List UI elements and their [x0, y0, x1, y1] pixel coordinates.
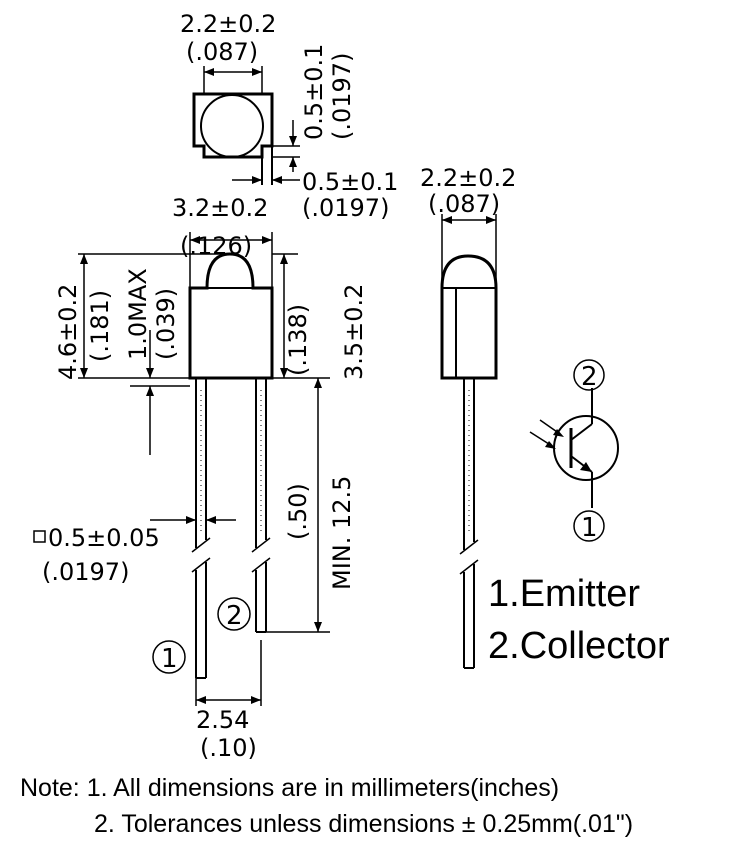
- pin2-label: 2: [226, 601, 243, 631]
- pin1-marker: [152, 640, 186, 674]
- lead-length-mm: MIN. 12.5: [328, 476, 356, 590]
- side-width-mm: 2.2±0.2: [420, 164, 516, 192]
- top-width-mm: 2.2±0.2: [180, 10, 276, 38]
- body-height-mm: 3.5±0.2: [340, 284, 368, 380]
- pin1-label: 1: [161, 644, 178, 674]
- square-symbol-icon: [33, 530, 46, 543]
- flange-in: (.039): [152, 288, 180, 360]
- pitch-mm: 2.54: [196, 706, 249, 734]
- body-width-in: (.126): [180, 232, 252, 260]
- schematic-pin2-label: 2: [581, 362, 598, 392]
- pitch-in: (.10): [200, 734, 257, 762]
- flange-mm: 1.0MAX: [124, 268, 152, 360]
- front-view: 3.2±0.2 (.126) 4.6±0.2 (.181) 1.0MAX (.0…: [33, 194, 368, 762]
- body-height-in: (.138): [284, 304, 312, 376]
- legend-emitter: 1.Emitter: [488, 573, 640, 615]
- legend-collector: 2.Collector: [488, 625, 670, 667]
- front-view-body: [188, 252, 274, 380]
- lead-size-in: (.0197): [42, 558, 129, 586]
- lead-size-mm: 0.5±0.05: [48, 524, 160, 552]
- lead-length-in: (.50): [284, 483, 312, 540]
- top-lead-gap-mm: 0.5±0.1: [302, 168, 398, 196]
- top-lead-offset-mm: 0.5±0.1: [300, 44, 328, 140]
- schematic-pin1-marker: [573, 510, 605, 542]
- pin2-marker: [217, 597, 251, 631]
- emitter-arrow: [580, 462, 592, 472]
- side-width-in: (.087): [428, 190, 500, 218]
- schematic-pin2-marker: [573, 359, 605, 391]
- phototransistor-schematic: 2 1: [529, 359, 619, 543]
- side-view-body: [440, 254, 498, 380]
- top-view-body-outline: [192, 92, 274, 159]
- note-line-1: Note: 1. All dimensions are in millimete…: [20, 774, 559, 802]
- side-view: 2.2±0.2 (.087): [420, 164, 516, 669]
- top-view-dome: [200, 94, 264, 158]
- note-line-2: 2. Tolerances unless dimensions ± 0.25mm…: [94, 810, 633, 838]
- top-lead-gap-in: (.0197): [302, 194, 389, 222]
- total-height-mm: 4.6±0.2: [54, 284, 82, 380]
- total-height-in: (.181): [86, 290, 114, 362]
- top-width-in: (.087): [186, 38, 258, 66]
- top-view: 2.2±0.2 (.087) 0.5±0.1 (.0197) 0.5±0.1 (…: [180, 10, 398, 222]
- body-width-mm: 3.2±0.2: [172, 194, 268, 222]
- schematic-pin1-label: 1: [581, 513, 598, 543]
- top-lead-offset-in: (.0197): [328, 53, 356, 140]
